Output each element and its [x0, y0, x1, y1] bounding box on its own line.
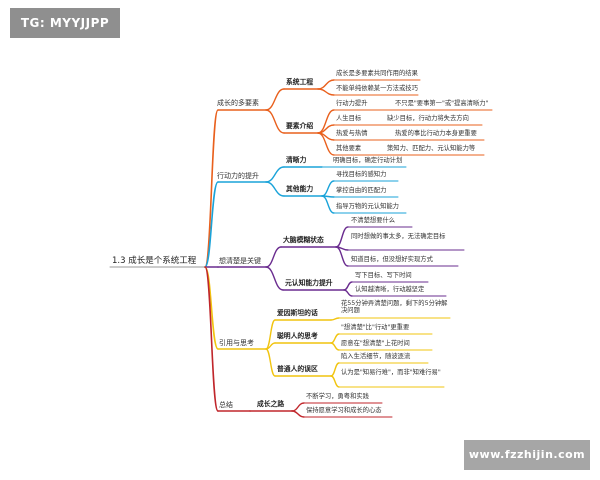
p-b1: [335, 226, 349, 248]
leaf-ordinary-2: 认为是"知易行难"，而非"知难行易": [341, 369, 441, 376]
o-sys-l2: [317, 88, 335, 96]
trunk-red: [204, 266, 219, 412]
branch-think-clearly: 想清楚是关键: [219, 257, 261, 265]
y-ord: [265, 348, 276, 377]
r-l1: [291, 402, 305, 412]
leaf-brain-3: 知道目标，但没想好实现方式: [351, 256, 433, 263]
b-o3: [321, 195, 335, 214]
b-clarity: [265, 166, 285, 183]
leaf-other-3: 指导万物的元认知能力: [336, 203, 399, 210]
y-o1: [330, 362, 340, 377]
o-factor: [265, 109, 285, 134]
leaf-factor-other-desc: 策知力、匹配力、元认知能力等: [387, 145, 476, 152]
r-l2: [291, 410, 305, 418]
leaf-smart-1: "想清楚"比"行动"更重要: [341, 324, 410, 331]
leaf-road-2: 保持愿意学习和成长的心态: [306, 407, 382, 414]
node-ordinary-mistake: 普通人的误区: [277, 365, 318, 373]
node-metacognition: 元认知能力提升: [285, 279, 333, 287]
leaf-clarity: 明确目标，确定行动计划: [333, 157, 403, 164]
leaf-factor-action: 行动力提升: [336, 100, 368, 107]
leaf-other-2: 掌控自由的匹配力: [336, 187, 387, 194]
leaf-meta-1: 写下目标、写下时间: [355, 272, 412, 279]
leaf-einstein: 花55分钟弄清楚问题，剩下的5分钟解决问题: [341, 300, 448, 315]
b-other: [265, 181, 285, 197]
y-s1: [330, 333, 340, 344]
node-system-engineering: 系统工程: [286, 78, 314, 86]
node-brain-fuzzy: 大脑模糊状态: [283, 236, 324, 244]
branch-summary: 总结: [219, 401, 233, 409]
y-o2: [330, 375, 340, 388]
leaf-meta-2: 认知越清晰，行动越坚定: [355, 286, 425, 293]
leaf-road-1: 不断学习，勇粤和实践: [306, 393, 369, 400]
p-m2: [343, 289, 353, 297]
node-other-abilities: 其他能力: [286, 185, 314, 193]
o-f4: [317, 132, 335, 156]
y-smart: [265, 342, 276, 350]
leaf-factor-passion: 热爱与热情: [336, 130, 368, 137]
o-sys-l1: [317, 79, 335, 90]
node-growth-road: 成长之路: [257, 400, 285, 408]
p-brain: [265, 246, 282, 268]
trunk-blue: [204, 181, 219, 268]
leaf-ordinary-1: 陷入生活细节，随波逐流: [341, 353, 411, 360]
branch-quotes: 引用与思考: [219, 339, 254, 347]
leaf-brain-1: 不清楚想要什么: [351, 217, 396, 224]
leaf-factor-goal-desc: 缺少目标，行动力将失去方向: [387, 115, 469, 122]
watermark-tg: TG: MYYJJPP: [10, 8, 120, 38]
leaf-smart-2: 愿意在"想清楚"上花时间: [341, 340, 410, 347]
node-clarity: 清晰力: [286, 156, 307, 164]
leaf-system-1: 成长是多要素共同作用的结果: [336, 70, 418, 77]
p-b3: [335, 246, 349, 267]
y-ein: [265, 319, 276, 350]
leaf-brain-2: 同时想做的事太多，无法确定目标: [351, 233, 446, 240]
leaf-factor-passion-desc: 热爱的事比行动力本身更重要: [395, 130, 477, 137]
y-e1: [330, 317, 340, 321]
b-o1: [321, 180, 335, 197]
branch-action-improve: 行动力的提升: [217, 172, 259, 180]
leaf-system-2: 不能单纯依赖某一方法或技巧: [336, 85, 418, 92]
leaf-factor-other: 其他要素: [336, 145, 362, 152]
root-topic: 1.3 成长是个系统工程: [112, 256, 197, 266]
y-s2: [330, 342, 340, 351]
branch-growth-factors: 成长的多要素: [217, 99, 259, 107]
o-sys: [265, 88, 285, 111]
watermark-site: www.fzzhijin.com: [464, 440, 590, 470]
p-meta: [265, 266, 284, 291]
p-m1: [343, 281, 353, 291]
leaf-factor-action-desc: 不只是"要事第一"或"提高清晰力": [395, 100, 489, 107]
node-factor-intro: 要素介绍: [286, 122, 314, 130]
node-einstein: 爱因斯坦的话: [277, 309, 318, 317]
leaf-other-1: 寻找目标的感知力: [336, 171, 387, 178]
leaf-factor-goal: 人生目标: [336, 115, 362, 122]
node-smart-people: 聪明人的思考: [277, 332, 318, 340]
